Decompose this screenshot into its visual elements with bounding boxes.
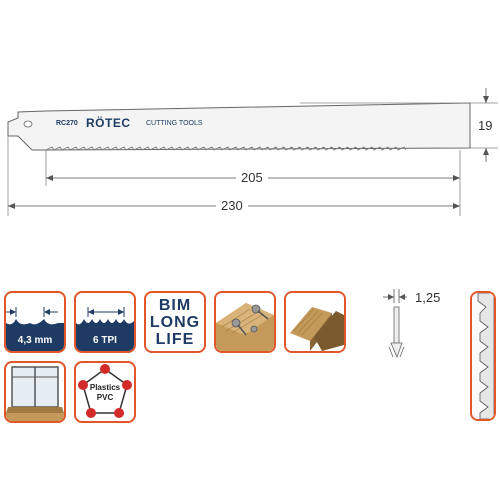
dim-total-length: 230 bbox=[221, 198, 243, 213]
tile-window bbox=[4, 361, 66, 423]
dim-height: 19 bbox=[478, 118, 493, 133]
bim-line1: BIM bbox=[158, 297, 192, 314]
bim-line2: LONG bbox=[149, 314, 201, 331]
plastics-line2: PVC bbox=[96, 393, 114, 402]
plastics-line1: Plastics bbox=[89, 383, 121, 392]
blade-teeth bbox=[45, 146, 407, 151]
dim-thickness: 1,25 bbox=[415, 290, 441, 305]
tooth-spacing-label: 4,3 mm bbox=[17, 335, 53, 346]
brand-subtitle: CUTTING TOOLS bbox=[146, 120, 203, 127]
tile-bim-long-life: BIM LONG LIFE bbox=[144, 291, 206, 353]
tile-tpi: 6 TPI bbox=[74, 291, 136, 353]
brand-logo: RÖTEC bbox=[86, 116, 131, 130]
tile-wood bbox=[284, 291, 346, 353]
blade-diagram bbox=[7, 88, 498, 216]
thickness-diagram bbox=[383, 289, 407, 359]
tpi-label: 6 TPI bbox=[93, 335, 117, 346]
tile-tooth-spacing: 4,3 mm bbox=[4, 291, 66, 353]
shank-hole bbox=[23, 120, 33, 128]
dim-cut-length: 205 bbox=[241, 170, 263, 185]
tile-wood-with-nails bbox=[214, 291, 276, 353]
tile-plastics-pvc: Plastics PVC bbox=[74, 361, 136, 423]
blade-code: RC270 bbox=[56, 120, 78, 127]
tile-tooth-profile bbox=[470, 291, 496, 421]
bim-line3: LIFE bbox=[155, 331, 195, 348]
